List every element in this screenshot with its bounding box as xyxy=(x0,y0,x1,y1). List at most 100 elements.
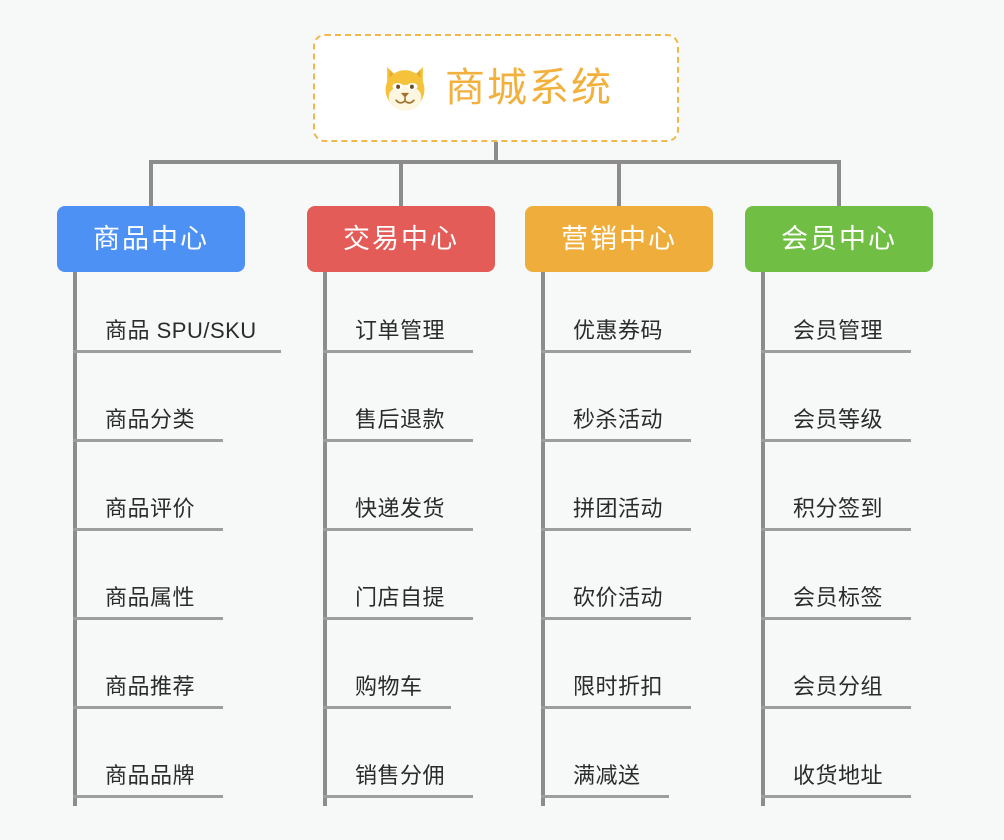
list-item[interactable]: 商品属性 xyxy=(73,539,287,628)
leaf-label: 销售分佣 xyxy=(355,763,446,788)
list-item[interactable]: 收货地址 xyxy=(761,717,975,806)
list-item[interactable]: 商品评价 xyxy=(73,450,287,539)
connector-bus xyxy=(149,160,841,164)
list-item[interactable]: 会员分组 xyxy=(761,628,975,717)
list-item[interactable]: 商品品牌 xyxy=(73,717,287,806)
leaf-underline xyxy=(73,350,281,353)
leaf-label: 订单管理 xyxy=(355,318,446,343)
list-item[interactable]: 限时折扣 xyxy=(541,628,755,717)
leaf-underline xyxy=(761,528,911,531)
branch-spine xyxy=(73,272,77,806)
leaf-underline xyxy=(761,350,911,353)
leaf-underline xyxy=(323,706,451,709)
leaf-label: 商品分类 xyxy=(105,407,196,432)
list-item[interactable]: 门店自提 xyxy=(323,539,537,628)
list-item[interactable]: 拼团活动 xyxy=(541,450,755,539)
list-item[interactable]: 优惠券码 xyxy=(541,272,755,361)
leaf-underline xyxy=(761,617,911,620)
leaf-list: 商品 SPU/SKU 商品分类 商品评价 商品属性 商品推荐 商品品牌 xyxy=(73,272,287,806)
list-item[interactable]: 会员管理 xyxy=(761,272,975,361)
connector-drop-1 xyxy=(399,160,403,208)
branch-spine xyxy=(541,272,545,806)
list-item[interactable]: 砍价活动 xyxy=(541,539,755,628)
list-item[interactable]: 售后退款 xyxy=(323,361,537,450)
leaf-label: 快递发货 xyxy=(355,496,446,521)
leaf-underline xyxy=(73,617,223,620)
shiba-dog-face-icon xyxy=(379,62,431,114)
leaf-underline xyxy=(73,528,223,531)
list-item[interactable]: 积分签到 xyxy=(761,450,975,539)
leaf-underline xyxy=(541,617,691,620)
list-item[interactable]: 商品分类 xyxy=(73,361,287,450)
leaf-underline xyxy=(541,350,691,353)
connector-trunk xyxy=(494,142,498,164)
root-title: 商城系统 xyxy=(445,66,613,110)
connector-drop-3 xyxy=(837,160,841,208)
branch-column-product: 商品中心 商品 SPU/SKU 商品分类 商品评价 商品属性 商品推荐 xyxy=(57,206,287,806)
leaf-label: 积分签到 xyxy=(793,496,884,521)
leaf-label: 会员标签 xyxy=(793,585,884,610)
branch-spine xyxy=(761,272,765,806)
leaf-underline xyxy=(73,795,223,798)
leaf-underline xyxy=(761,795,911,798)
leaf-underline xyxy=(73,439,223,442)
leaf-label: 商品品牌 xyxy=(105,763,196,788)
leaf-underline xyxy=(541,528,691,531)
leaf-underline xyxy=(323,439,473,442)
list-item[interactable]: 快递发货 xyxy=(323,450,537,539)
leaf-underline xyxy=(761,439,911,442)
leaf-label: 限时折扣 xyxy=(573,674,664,699)
list-item[interactable]: 商品推荐 xyxy=(73,628,287,717)
leaf-label: 满减送 xyxy=(573,763,641,788)
leaf-list: 会员管理 会员等级 积分签到 会员标签 会员分组 收货地址 xyxy=(761,272,975,806)
leaf-label: 售后退款 xyxy=(355,407,446,432)
leaf-underline xyxy=(761,706,911,709)
leaf-underline xyxy=(323,795,473,798)
list-item[interactable]: 会员标签 xyxy=(761,539,975,628)
list-item[interactable]: 订单管理 xyxy=(323,272,537,361)
leaf-label: 秒杀活动 xyxy=(573,407,664,432)
category-header-trade[interactable]: 交易中心 xyxy=(307,206,495,272)
list-item[interactable]: 商品 SPU/SKU xyxy=(73,272,287,361)
leaf-label: 商品推荐 xyxy=(105,674,196,699)
category-header-marketing[interactable]: 营销中心 xyxy=(525,206,713,272)
leaf-label: 商品评价 xyxy=(105,496,196,521)
category-label: 交易中心 xyxy=(343,223,459,254)
category-header-product[interactable]: 商品中心 xyxy=(57,206,245,272)
category-label: 会员中心 xyxy=(781,223,897,254)
category-label: 营销中心 xyxy=(561,223,677,254)
leaf-underline xyxy=(73,706,223,709)
list-item[interactable]: 购物车 xyxy=(323,628,537,717)
branch-spine xyxy=(323,272,327,806)
leaf-underline xyxy=(541,439,691,442)
leaf-underline xyxy=(541,795,669,798)
leaf-label: 会员管理 xyxy=(793,318,884,343)
leaf-label: 购物车 xyxy=(355,674,423,699)
connector-drop-0 xyxy=(149,160,153,208)
connector-drop-2 xyxy=(617,160,621,208)
list-item[interactable]: 会员等级 xyxy=(761,361,975,450)
leaf-label: 商品 SPU/SKU xyxy=(105,318,257,343)
leaf-label: 砍价活动 xyxy=(573,585,664,610)
branch-column-member: 会员中心 会员管理 会员等级 积分签到 会员标签 会员分组 xyxy=(745,206,975,806)
root-node[interactable]: 商城系统 xyxy=(313,34,679,142)
leaf-underline xyxy=(323,617,473,620)
category-label: 商品中心 xyxy=(93,223,209,254)
leaf-label: 商品属性 xyxy=(105,585,196,610)
leaf-label: 会员等级 xyxy=(793,407,884,432)
leaf-label: 会员分组 xyxy=(793,674,884,699)
leaf-underline xyxy=(541,706,691,709)
leaf-list: 订单管理 售后退款 快递发货 门店自提 购物车 销售分佣 xyxy=(323,272,537,806)
category-header-member[interactable]: 会员中心 xyxy=(745,206,933,272)
leaf-underline xyxy=(323,528,473,531)
leaf-label: 拼团活动 xyxy=(573,496,664,521)
leaf-list: 优惠券码 秒杀活动 拼团活动 砍价活动 限时折扣 满减送 xyxy=(541,272,755,806)
list-item[interactable]: 秒杀活动 xyxy=(541,361,755,450)
list-item[interactable]: 满减送 xyxy=(541,717,755,806)
leaf-label: 优惠券码 xyxy=(573,318,664,343)
branch-column-marketing: 营销中心 优惠券码 秒杀活动 拼团活动 砍价活动 限时折扣 xyxy=(525,206,755,806)
leaf-underline xyxy=(323,350,473,353)
leaf-label: 收货地址 xyxy=(793,763,884,788)
list-item[interactable]: 销售分佣 xyxy=(323,717,537,806)
